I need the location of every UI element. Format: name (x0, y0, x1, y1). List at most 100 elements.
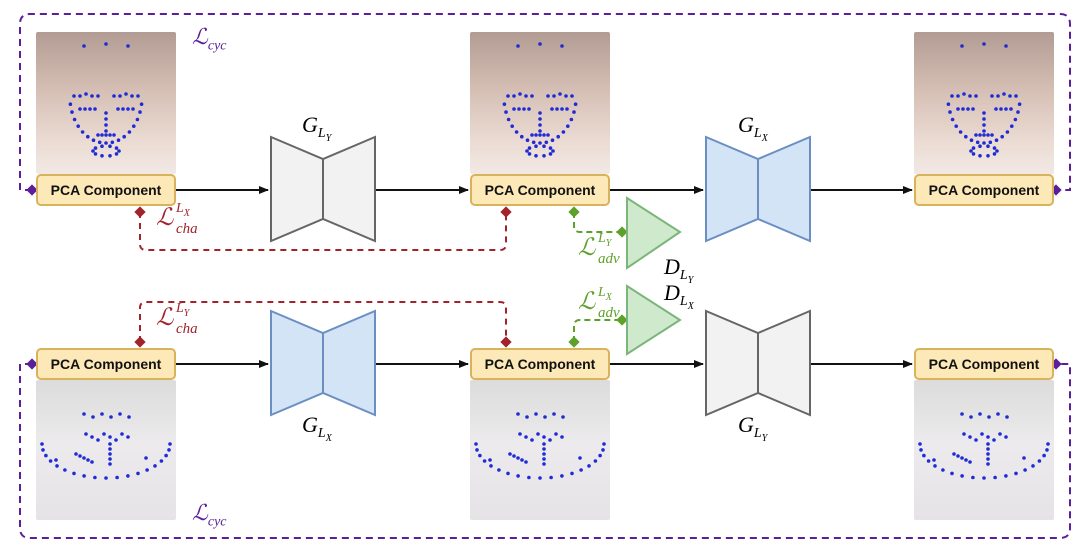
top-left-landmark-eye (88, 107, 92, 111)
adv-bottom-sub: adv (598, 305, 620, 321)
top-left-landmark-jaw (97, 140, 102, 145)
top-right-landmark-jaw (1000, 134, 1004, 139)
bottom-middle-landmark-brow (525, 415, 529, 419)
top-left-landmark-jaw (127, 130, 132, 134)
adv-endpoint-top-b (616, 226, 628, 238)
bottom-right-landmark-jaw (1023, 468, 1027, 472)
bottom-middle-landmark-brow (534, 412, 538, 416)
bottom-middle-landmark-mouth (520, 458, 524, 462)
top-left-landmark-nose (104, 133, 108, 137)
bottom-left-landmark-brow (127, 415, 131, 419)
bottom-middle-landmark-jaw (538, 476, 542, 480)
top-left-landmark-jaw (104, 141, 108, 145)
top-right-landmark-eye (999, 107, 1003, 111)
top-middle-landmark-jaw (561, 130, 566, 134)
cha-connector-bottom (139, 301, 507, 342)
top-left-landmark-mouth (114, 152, 119, 156)
top-left-landmark-jaw (138, 110, 142, 114)
generator-label-top-right: GLX (738, 112, 768, 144)
adv-loss-label-bottom: ℒ LX adv (578, 286, 620, 321)
top-left-landmark-mouth (100, 154, 104, 158)
bottom-right-landmark-eye (1004, 435, 1008, 439)
top-right-landmark-brow (968, 94, 972, 98)
top-left-landmark-nose (104, 117, 108, 121)
cha-loss-label-bottom: ℒ LY cha (156, 302, 198, 337)
bottom-left-landmark-nose (108, 462, 112, 466)
bottom-left-landmark-jaw (126, 474, 130, 478)
top-middle-landmark-jaw (502, 102, 507, 106)
bottom-left-landmark-jaw (48, 459, 53, 463)
bottom-middle-landmark-nose (542, 452, 546, 456)
bottom-left-landmark-brow (91, 415, 95, 419)
top-right-landmark-nose (982, 133, 986, 137)
bottom-middle-landmark-jaw (474, 442, 478, 446)
g-top-left-sub-sub: Y (325, 133, 332, 145)
bottom-right-landmark-jaw (941, 468, 945, 472)
generator-label-bottom-left: GLX (302, 412, 332, 444)
bottom-left-landmark-eye (120, 432, 124, 436)
bottom-middle-landmark-mouth (524, 460, 528, 464)
bottom-right-landmark-nose (986, 452, 990, 456)
bottom-right-landmark-jaw (1037, 459, 1042, 463)
bottom-middle-landmark-eye (536, 432, 540, 436)
top-right-landmark-nose (982, 111, 986, 115)
top-left-landmark-jaw (116, 138, 121, 142)
bottom-left-landmark-mouth (90, 460, 94, 464)
top-left-landmark-mouth (91, 149, 95, 153)
bottom-left-landmark-eye (96, 438, 100, 442)
cha-bottom-sub: cha (176, 321, 198, 337)
top-right-landmark-brow (1002, 92, 1006, 96)
bottom-middle-landmark-jaw (506, 471, 510, 476)
top-right-landmark-extra (960, 44, 964, 48)
top-middle-landmark-extra (516, 44, 520, 48)
top-middle-landmark-mouth (542, 144, 546, 148)
bottom-right-landmark-eye (998, 432, 1002, 436)
adv-connector-top (573, 212, 622, 233)
top-middle-landmark-eye (550, 107, 554, 111)
bottom-right-landmark-nose (986, 447, 990, 451)
bottom-right-landmark-eye (992, 438, 996, 442)
top-right-landmark-nose (978, 133, 982, 137)
top-right-landmark-mouth (971, 146, 976, 150)
cha-top-sup-base: L (176, 201, 184, 216)
adv-endpoint-top-a (568, 206, 580, 218)
top-middle-landmark-nose (538, 123, 542, 127)
g-top-left-sub-base: L (317, 126, 326, 142)
bottom-left-landmark-nose (108, 452, 112, 456)
bottom-left-landmark-jaw (164, 453, 168, 458)
top-left-landmark-brow (78, 94, 82, 98)
top-right-landmark-jaw (982, 141, 986, 145)
cyc-bottom-script: ℒ (192, 500, 208, 525)
top-right-landmark-mouth (978, 154, 982, 158)
cha-endpoint-bottom-right (500, 336, 512, 348)
cyc-loop-top (19, 13, 1071, 191)
g-bottom-right-base: G (738, 412, 754, 437)
top-right-landmark-brow (1008, 94, 1012, 98)
adv-top-script: ℒ (578, 235, 596, 261)
adv-loss-label-top: ℒ LY adv (578, 232, 620, 267)
top-left-landmark-brow (90, 94, 94, 98)
top-right-landmark-jaw (1005, 130, 1010, 134)
top-right-landmark-eye (956, 107, 960, 111)
face-photo-top-right (914, 32, 1054, 174)
bottom-left-landmark-jaw (167, 448, 171, 452)
top-middle-landmark-jaw (525, 138, 530, 142)
bottom-right-landmark-jaw (926, 459, 931, 463)
top-middle-landmark-eye (512, 107, 516, 111)
bottom-right-landmark-jaw (918, 442, 922, 446)
top-right-landmark-eye (1004, 107, 1008, 111)
top-middle-landmark-jaw (531, 140, 536, 145)
bottom-right-landmark-eye (968, 435, 972, 439)
top-left-landmark-mouth (93, 152, 98, 156)
top-right-landmark-brow (950, 94, 954, 98)
cyc-loop-bottom (19, 363, 1071, 539)
bottom-middle-landmark-jaw (598, 453, 602, 458)
bottom-left-landmark-jaw (93, 475, 97, 480)
d-bottom-base: D (664, 280, 680, 305)
top-right-landmark-mouth (992, 146, 997, 150)
top-middle-landmark-jaw (504, 110, 508, 114)
bottom-middle-landmark-extra (488, 458, 492, 462)
top-left-landmark-nose (108, 133, 112, 137)
top-right-landmark-nose (986, 133, 990, 137)
bottom-middle-landmark-nose (542, 457, 546, 461)
